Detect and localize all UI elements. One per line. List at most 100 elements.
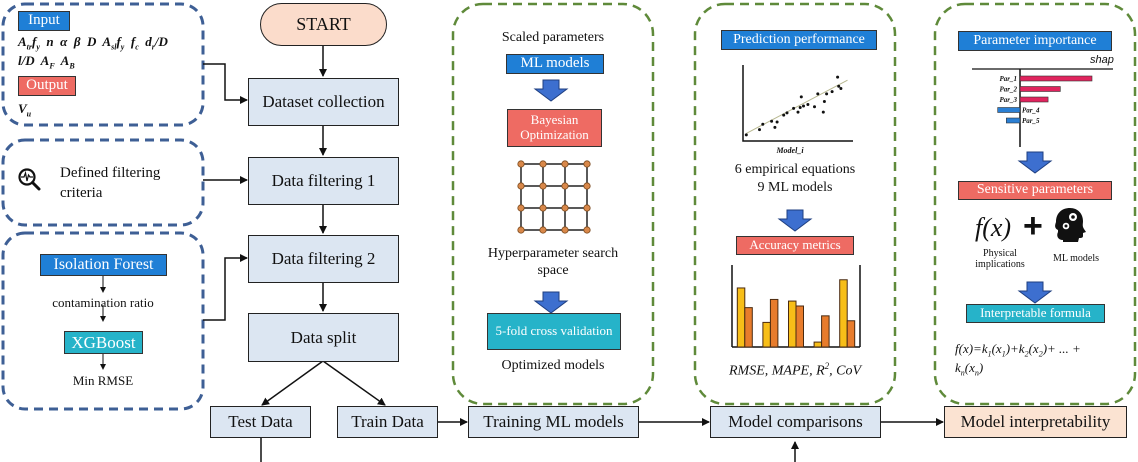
search-waveform-icon — [18, 168, 41, 191]
brain-gears-icon — [1055, 208, 1086, 242]
hyperparameter-space-text: Hyperparameter search space — [487, 246, 619, 278]
scatter-point — [836, 75, 840, 79]
isolation-forest-label: Isolation Forest — [40, 254, 167, 276]
training-ml-models-node: Training ML models — [468, 406, 639, 438]
train-data-node: Train Data — [337, 406, 438, 438]
shap-bar-label: Par_4 — [1022, 107, 1040, 115]
scatter-point — [773, 125, 777, 129]
grid-node — [539, 226, 547, 234]
grid-node — [583, 182, 591, 190]
block-arrow-icon — [777, 209, 813, 232]
shap-bar — [1019, 86, 1061, 92]
scatter-point — [792, 106, 796, 110]
test-data-node: Test Data — [210, 406, 311, 438]
grid-node — [561, 160, 569, 168]
shap-bar-label: Par_1 — [1000, 75, 1018, 83]
output-var: Vu — [18, 101, 32, 119]
shap-label: shap — [1090, 54, 1114, 66]
input-vars-line1: Atrfy n α β D Aslfy fc dr/D — [18, 34, 168, 52]
grid-node — [583, 160, 591, 168]
grid-node — [583, 204, 591, 212]
block-arrow-icon — [533, 79, 569, 102]
grid-node — [561, 182, 569, 190]
xgboost-label: XGBoost — [64, 331, 143, 354]
data-filtering-2-node: Data filtering 2 — [248, 235, 399, 283]
scatter-chart — [742, 65, 853, 142]
bar — [821, 315, 830, 348]
scatter-point — [770, 119, 774, 123]
scatter-trend-line — [746, 79, 848, 134]
scatter-point — [775, 120, 779, 124]
formula-line1: f(x)=k1(x1)+k2(x2)+ ... + — [955, 341, 1081, 359]
ml-models-icon-caption: ML models — [1052, 253, 1099, 264]
grid-node — [517, 226, 525, 234]
scatter-point — [761, 122, 765, 126]
arrow-outlier-to-filter2 — [203, 254, 248, 321]
scaled-parameters-text: Scaled parameters — [501, 30, 605, 45]
bar — [795, 305, 804, 348]
scatter-point — [821, 110, 825, 114]
scatter-point — [796, 110, 800, 114]
scatter-point — [830, 90, 834, 94]
bar — [839, 279, 848, 348]
plus-symbol: + — [1023, 207, 1043, 245]
grid-node — [517, 182, 525, 190]
scatter-xlabel: Model_i — [776, 146, 804, 155]
hyperparameter-grid — [517, 160, 591, 234]
bar — [736, 287, 746, 348]
model-comparisons-node: Model comparisons — [710, 406, 881, 438]
ml-models-label: ML models — [506, 54, 604, 74]
accuracy-metrics-label: Accuracy metrics — [736, 236, 854, 255]
block-arrow-icon — [1017, 281, 1053, 304]
scatter-point — [782, 113, 786, 117]
input-label: Input — [18, 11, 70, 31]
bar — [788, 300, 797, 348]
scatter-point — [837, 84, 841, 88]
block-arrow-icon — [1017, 151, 1053, 174]
scatter-point — [758, 128, 761, 132]
grid-node — [517, 160, 525, 168]
optimized-models-text: Optimized models — [501, 358, 605, 373]
grid-node — [539, 204, 547, 212]
min-rmse-text: Min RMSE — [72, 373, 134, 388]
arrow-split-to-test — [261, 360, 324, 406]
grid-node — [583, 226, 591, 234]
data-split-node: Data split — [248, 313, 399, 362]
shap-bar — [1019, 96, 1049, 103]
cross-validation-label: 5-fold cross validation — [487, 313, 621, 350]
panel-filter-border — [1, 138, 205, 227]
panel-training-border — [451, 2, 655, 406]
filter-criteria-text: Defined filtering criteria — [60, 165, 161, 201]
output-label: Output — [18, 76, 76, 96]
contamination-ratio-text: contamination ratio — [52, 295, 154, 310]
scatter-point — [816, 92, 820, 96]
grid-node — [561, 204, 569, 212]
scatter-point — [802, 104, 805, 108]
interpretable-formula-label: Interpretable formula — [966, 304, 1105, 323]
scatter-axes — [742, 65, 853, 142]
start-node: START — [260, 3, 387, 46]
scatter-point — [798, 106, 802, 110]
arrow-split-to-train — [322, 360, 386, 406]
bar — [762, 321, 771, 348]
scatter-point — [822, 99, 826, 103]
shap-bar — [1006, 117, 1021, 124]
bar — [813, 341, 823, 348]
shap-bar — [997, 107, 1021, 113]
shap-bar-label: Par_5 — [1022, 117, 1040, 125]
prediction-performance-label: Prediction performance — [721, 30, 877, 50]
grid-node — [539, 160, 547, 168]
panel-comparison-border — [693, 2, 897, 406]
scatter-point — [839, 87, 843, 91]
block-arrow-icon — [533, 291, 569, 314]
scatter-point — [744, 133, 748, 137]
scatter-point — [813, 105, 816, 109]
input-vars-line2: l/D AF AB — [18, 53, 75, 71]
panel-interpret-border — [933, 2, 1137, 406]
metrics-list-text: RMSE, MAPE, R2, CoV — [728, 361, 862, 379]
parameter-importance-label: Parameter importance — [958, 31, 1112, 51]
shap-bar-label: Par_3 — [1000, 96, 1018, 104]
shap-bar-label: Par_2 — [1000, 86, 1018, 94]
